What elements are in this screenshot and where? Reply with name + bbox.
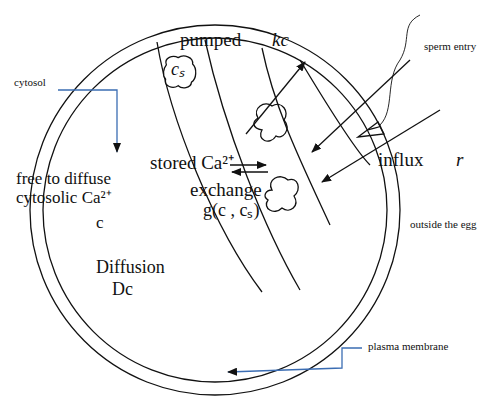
- store-blob: [254, 104, 287, 141]
- store-blob: [265, 177, 298, 212]
- leader-line: [58, 90, 117, 152]
- rate-symbol: kc: [272, 30, 289, 51]
- sperm-label: sperm entry: [424, 40, 476, 52]
- leader-line: [228, 348, 362, 372]
- pump-arrow: [246, 62, 305, 134]
- concentration-symbol: c: [96, 214, 104, 233]
- exchange-arrow: [232, 171, 268, 172]
- exchange-arrow: [230, 164, 266, 165]
- sperm-head: [358, 122, 384, 137]
- exchange-label: exchange: [190, 180, 262, 201]
- influx-arrow: [312, 60, 410, 152]
- store-blob: cₛ: [162, 54, 198, 90]
- influx-label: influx: [378, 150, 423, 171]
- pump-label: pumped: [180, 30, 241, 51]
- sperm-tail: [380, 15, 420, 125]
- arc-line: [262, 48, 330, 225]
- store-label: stored Ca²⁺: [150, 153, 234, 174]
- outside-label: outside the egg: [410, 218, 477, 230]
- cytosol-label: cytosol: [14, 76, 46, 88]
- outer-membrane: [30, 25, 400, 395]
- store-symbol: cₛ: [171, 60, 189, 80]
- diffusion-symbol: Dc: [112, 280, 133, 300]
- diffusion-label: Diffusion: [96, 258, 165, 278]
- arc-line: [300, 60, 370, 165]
- blob-content: cₛ: [162, 54, 198, 86]
- influx-arrow: [322, 110, 440, 182]
- inner-membrane: [43, 38, 387, 382]
- cytosolic-label: free to diffuse cytosolic Ca²⁺: [16, 170, 151, 207]
- influx-symbol: r: [456, 150, 463, 171]
- sperm-detail: [368, 126, 381, 130]
- membrane-label: plasma membrane: [368, 340, 448, 352]
- exchange-function: g(c , cₛ): [203, 201, 259, 221]
